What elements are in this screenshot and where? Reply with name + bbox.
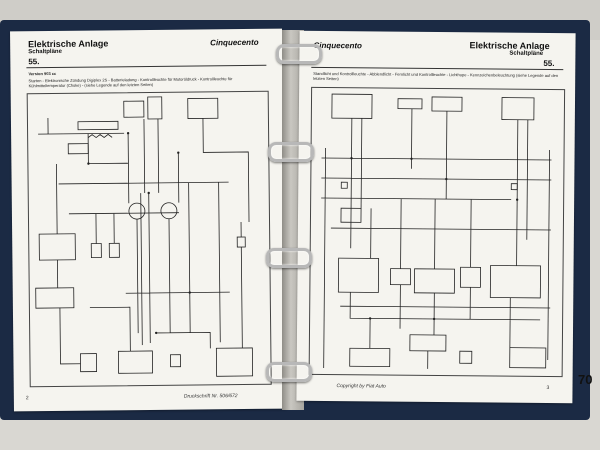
binder-ring-2 xyxy=(268,142,314,162)
tab-number: 70 xyxy=(578,372,593,387)
binder-ring-4 xyxy=(266,362,312,382)
left-footer-print-number: Druckschrift Nr. 506/672 xyxy=(183,393,238,400)
left-version: Version 903 cc xyxy=(28,70,57,77)
left-header-rule xyxy=(26,64,267,69)
left-page: Elektrische Anlage Schaltpläne 55. Cinqu… xyxy=(10,28,286,412)
right-subheading: Schaltpläne xyxy=(509,50,544,57)
left-wiring-diagram xyxy=(26,90,272,388)
left-subheading: Schaltpläne xyxy=(28,48,62,56)
binder-ring-1 xyxy=(276,44,322,64)
right-page: Cinquecento Elektrische Anlage Schaltplä… xyxy=(296,30,576,404)
left-wiring-svg xyxy=(35,96,254,377)
right-wiring-diagram xyxy=(308,86,566,378)
right-caption: Standlicht und Kontrollleuchte - Abblend… xyxy=(313,70,559,82)
right-footer-page-number: 3 xyxy=(546,384,550,391)
left-section-number: 55. xyxy=(28,57,40,67)
right-footer-copyright: Copyright by Fiat Auto xyxy=(336,383,386,390)
binder-ring-3 xyxy=(266,248,312,268)
right-wiring-svg xyxy=(321,93,552,369)
left-heading: Elektrische Anlage xyxy=(28,38,109,50)
right-section-number: 55. xyxy=(543,58,555,69)
left-caption: Starten - Elektronische Zündung Digiplex… xyxy=(28,76,233,89)
left-footer-page-number: 2 xyxy=(25,395,29,402)
right-heading: Elektrische Anlage xyxy=(469,40,550,51)
right-header-rule xyxy=(311,66,564,71)
left-brand: Cinquecento xyxy=(210,37,259,48)
